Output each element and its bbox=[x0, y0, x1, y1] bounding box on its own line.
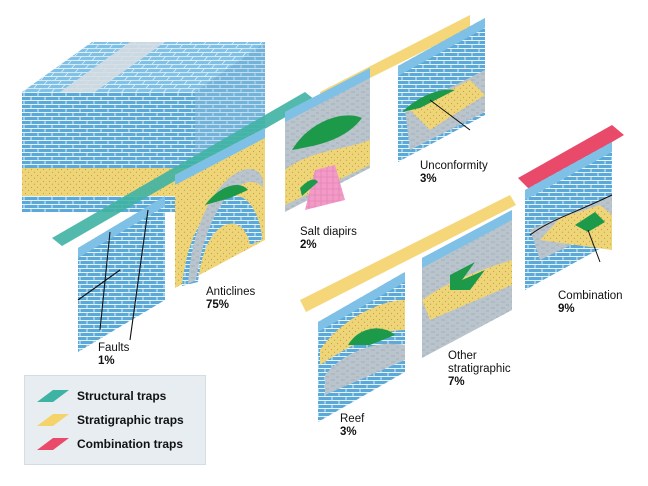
legend-combination-label: Combination traps bbox=[77, 437, 183, 451]
faults-label: Faults 1% bbox=[98, 342, 129, 368]
legend: Structural traps Stratigraphic traps Com… bbox=[24, 375, 206, 465]
structural-swatch-icon bbox=[35, 388, 71, 404]
unconformity-label: Unconformity 3% bbox=[420, 160, 488, 186]
other-stratigraphic-panel bbox=[422, 210, 512, 358]
legend-structural-label: Structural traps bbox=[77, 389, 166, 403]
legend-combination: Combination traps bbox=[35, 434, 183, 454]
combination-swatch-icon bbox=[35, 436, 71, 452]
combination-label: Combination 9% bbox=[558, 290, 623, 316]
legend-stratigraphic: Stratigraphic traps bbox=[35, 410, 184, 430]
other-stratigraphic-label: Other stratigraphic 7% bbox=[448, 350, 511, 389]
legend-stratigraphic-label: Stratigraphic traps bbox=[77, 413, 184, 427]
anticlines-label: Anticlines 75% bbox=[206, 286, 255, 312]
reef-label: Reef 3% bbox=[340, 413, 364, 439]
stratigraphic-swatch-icon bbox=[35, 412, 71, 428]
legend-structural: Structural traps bbox=[35, 386, 166, 406]
salt-diapirs-label: Salt diapirs 2% bbox=[300, 226, 357, 252]
